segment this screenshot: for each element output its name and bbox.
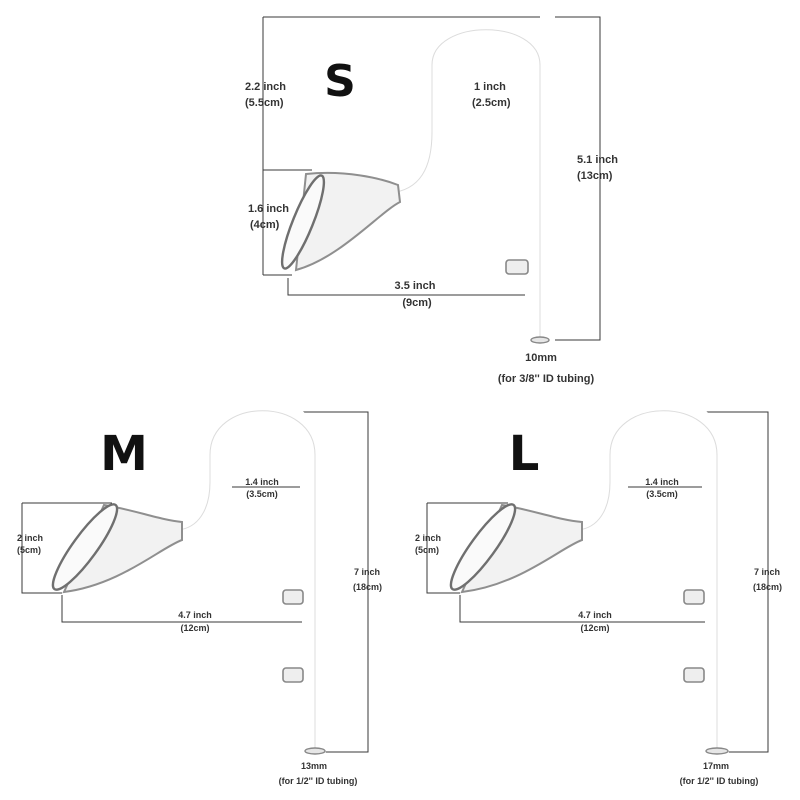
dimension-lines-s [262, 16, 601, 341]
bend-inch-m: 1.4 inch [245, 477, 279, 487]
skimmer-nub-m-lower [282, 667, 304, 683]
mouth-cm-m: (5cm) [17, 545, 41, 555]
height-cm-m: (18cm) [353, 582, 382, 592]
tube-note-s: (for 3/8'' ID tubing) [498, 373, 595, 385]
glass-pipe-m [51, 399, 326, 761]
funnel-bowl-m [62, 503, 183, 594]
mouth-cm-l: (5cm) [415, 545, 439, 555]
height-cm-l: (18cm) [753, 582, 782, 592]
reach-cm-s: (9cm) [402, 297, 432, 309]
tube-note-m: (for 1/2'' ID tubing) [279, 776, 358, 786]
skimmer-nub-l-upper [683, 589, 705, 605]
tube-diameter-s: 10mm [525, 352, 557, 364]
bend-cm-s: (2.5cm) [472, 97, 511, 109]
tube-end-l [705, 747, 729, 755]
skimmer-nub-l-lower [683, 667, 705, 683]
tube-diameter-l: 17mm [703, 761, 729, 771]
funnel-rim-s [280, 174, 326, 270]
size-label-s: S [324, 56, 356, 107]
product-l: L 1.4 inch (3.5cm) 2 inch (5cm) 7 inch (… [415, 398, 782, 786]
dimension-labels-m: 1.4 inch (3.5cm) 2 inch (5cm) 7 inch (18… [17, 477, 382, 786]
glass-pipe-l [449, 398, 729, 762]
mouth-inch-m: 2 inch [17, 533, 43, 543]
funnel-rim-m [51, 503, 119, 591]
reach-cm-l: (12cm) [580, 623, 609, 633]
tube-diameter-m: 13mm [301, 761, 327, 771]
bend-inch-l: 1.4 inch [645, 477, 679, 487]
product-s: S 2.2 inch (5.5cm) 1 inch (2.5cm) 5. [245, 16, 618, 385]
glass-pipe-s [280, 19, 550, 348]
tube-end-s [530, 336, 550, 344]
height-cm-s: (13cm) [577, 170, 613, 182]
bend-cm-m: (3.5cm) [246, 489, 278, 499]
bend-cm-l: (3.5cm) [646, 489, 678, 499]
drop-inch-s: 2.2 inch [245, 81, 286, 93]
reach-inch-s: 3.5 inch [395, 280, 436, 292]
size-label-m: M [100, 426, 148, 482]
height-inch-l: 7 inch [754, 567, 780, 577]
drop-cm-s: (5.5cm) [245, 97, 284, 109]
height-inch-s: 5.1 inch [577, 154, 618, 166]
product-m: M 1.4 inch (3.5cm) 2 inch (5cm) 7 inch (… [17, 399, 382, 786]
size-label-l: L [509, 426, 540, 482]
mouth-inch-s: 1.6 inch [248, 203, 289, 215]
dimension-labels-l: 1.4 inch (3.5cm) 2 inch (5cm) 7 inch (18… [415, 477, 782, 786]
dimension-lines-m [21, 411, 369, 753]
skimmer-nub-m-upper [282, 589, 304, 605]
reach-inch-l: 4.7 inch [578, 610, 612, 620]
height-inch-m: 7 inch [354, 567, 380, 577]
reach-cm-m: (12cm) [180, 623, 209, 633]
funnel-rim-l [449, 503, 517, 591]
reach-inch-m: 4.7 inch [178, 610, 212, 620]
tube-end-m [304, 747, 326, 755]
dimension-labels-s: 2.2 inch (5.5cm) 1 inch (2.5cm) 5.1 inch… [245, 81, 618, 385]
mouth-cm-s: (4cm) [250, 219, 280, 231]
tube-note-l: (for 1/2'' ID tubing) [680, 776, 759, 786]
dimension-lines-l [426, 411, 769, 753]
bend-inch-s: 1 inch [474, 81, 506, 93]
skimmer-nub-s [505, 259, 529, 275]
mouth-inch-l: 2 inch [415, 533, 441, 543]
